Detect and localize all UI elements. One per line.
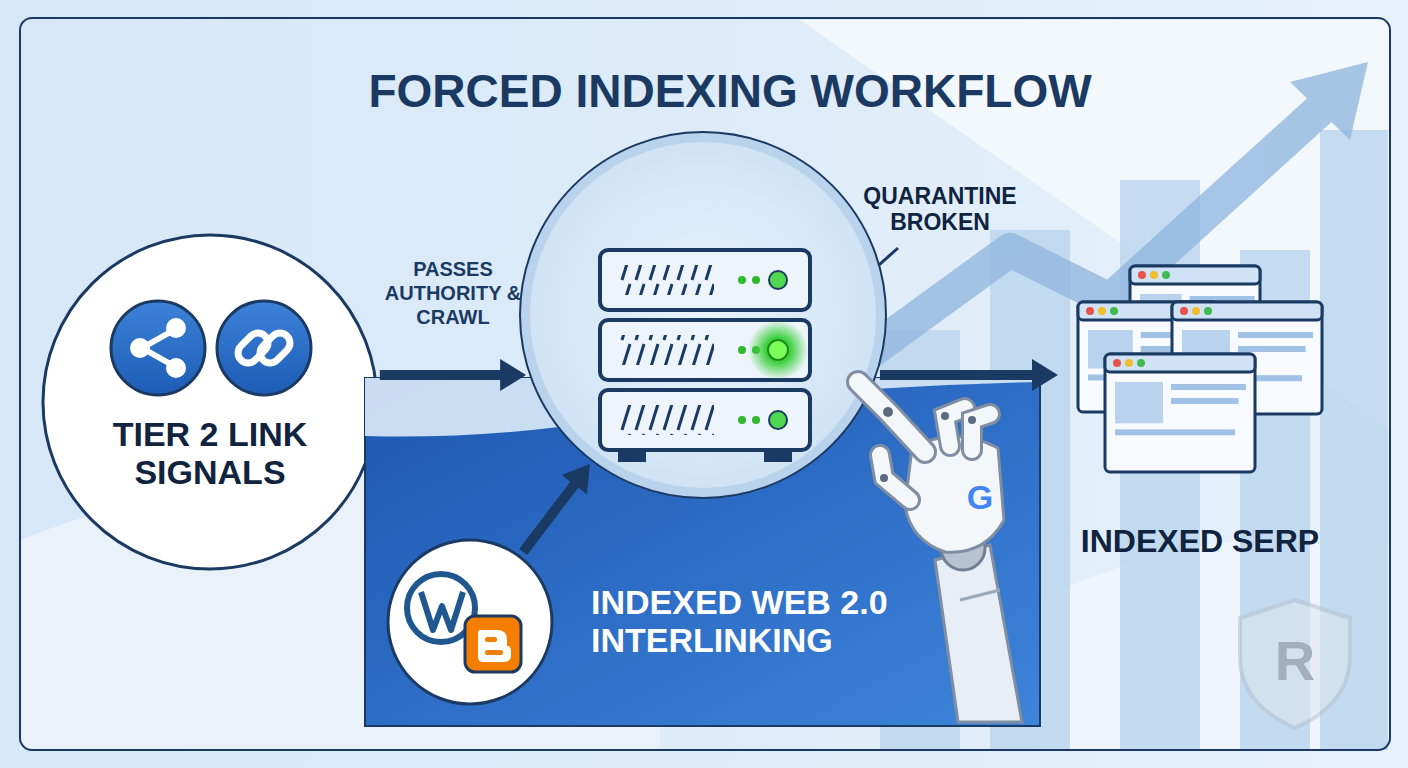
diagram-title: FORCED INDEXING WORKFLOW (330, 66, 1130, 118)
node-label: INDEXED SERP (1060, 524, 1340, 560)
watermark-shield (1240, 600, 1350, 728)
connector-arrow (380, 359, 526, 391)
connector-line (880, 370, 1036, 380)
serp-group: INDEXED SERP (1060, 262, 1340, 562)
node-label: INDEXED WEB 2.0 INTERLINKING (591, 583, 891, 659)
arrow-head (500, 359, 526, 391)
signal-circle: TIER 2 LINK SIGNALS (40, 232, 380, 572)
connector-line (380, 370, 504, 380)
node-label: TIER 2 LINK SIGNALS (80, 415, 340, 491)
node-label: QUARANTINE BROKEN (842, 183, 1038, 236)
server-circle: QUARANTINE BROKEN (520, 132, 886, 498)
arrow-head (1032, 359, 1058, 391)
connector-arrow (523, 464, 590, 552)
arrow-head (561, 464, 589, 494)
connector-line (523, 481, 576, 551)
edge-label: PASSES AUTHORITY & CRAWL (381, 257, 525, 329)
serp-group-art (1060, 262, 1340, 562)
watermark: R (1265, 630, 1325, 693)
frame (20, 18, 1390, 750)
connector-arrow (880, 359, 1058, 391)
signal-circle-art (40, 232, 380, 572)
logo-letter: G (962, 478, 998, 516)
server-circle-art (520, 132, 886, 498)
